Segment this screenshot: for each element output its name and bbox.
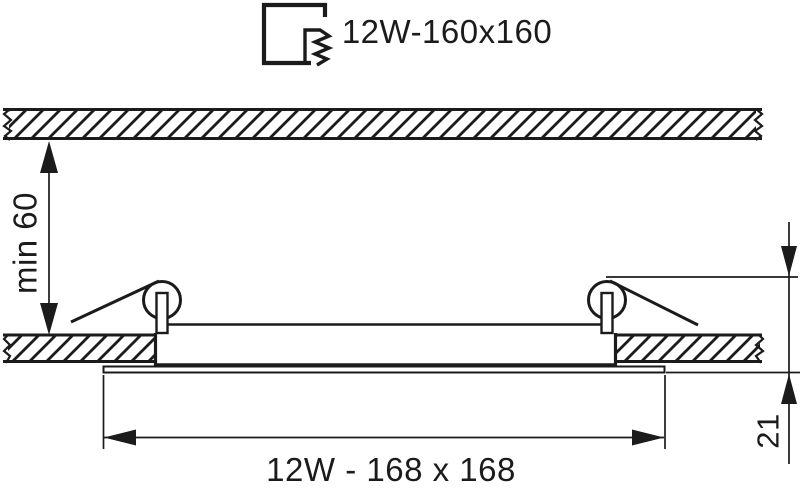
spring-arm [609, 279, 699, 327]
min-depth-label: min 60 [6, 191, 44, 295]
arrow-down-icon [40, 303, 58, 335]
arrow-right-icon [632, 429, 664, 446]
cutout-icon [261, 2, 334, 67]
break-edge-left-icon [2, 333, 12, 364]
break-edge-right-icon [754, 333, 765, 364]
spring-clip-right [587, 279, 699, 335]
arrow-up-icon [781, 374, 797, 404]
ceiling-hatch [9, 111, 756, 137]
overall-size-label: 12W - 168 x 168 [266, 451, 516, 488]
mounting-panel-left [2, 333, 156, 364]
min-depth-dimension [40, 141, 58, 335]
fixture-flange [102, 365, 666, 374]
width-dimension [102, 375, 666, 449]
arrow-down-icon [781, 246, 797, 276]
ceiling-section [2, 108, 764, 141]
cutout-size-label: 12W-160x160 [341, 13, 553, 50]
spring-arm [70, 279, 160, 324]
break-edge-left-icon [2, 108, 13, 141]
break-edge-right-icon [753, 108, 764, 141]
clip-pin [600, 291, 614, 335]
clip-pin [155, 291, 169, 335]
mounting-panel-right [615, 333, 765, 364]
fixture-body [153, 323, 618, 366]
arrow-up-icon [40, 141, 58, 173]
spring-clip-left [70, 279, 182, 335]
height-value-label: 21 [750, 413, 786, 449]
height-dimension [606, 222, 800, 464]
arrow-left-icon [104, 429, 136, 446]
